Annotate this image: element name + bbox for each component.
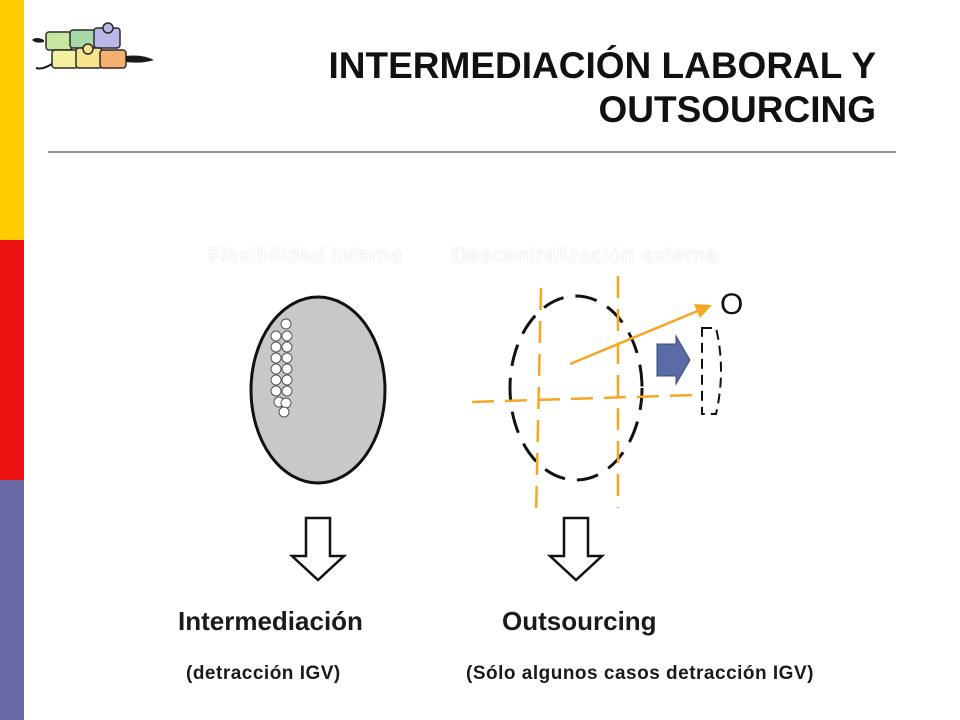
transfer-block-arrow [656, 334, 691, 386]
title-line-1: INTERMEDIACIÓN LABORAL Y [328, 45, 876, 86]
down-arrow-right [546, 516, 606, 582]
down-arrow-left [288, 516, 348, 582]
decentralization-lines [471, 276, 696, 519]
puzzle-logo-icon [32, 22, 154, 70]
side-bar-yellow [0, 0, 24, 240]
side-bar-purple [0, 480, 24, 720]
title-line-2: OUTSOURCING [598, 89, 877, 130]
ghost-label-left: Flexibilidad interna [208, 244, 404, 267]
outsourcing-arrow-line [569, 308, 701, 366]
slide-title: INTERMEDIACIÓN LABORAL Y OUTSOURCING [329, 44, 876, 132]
external-ellipse [508, 294, 644, 482]
worker-dots [270, 318, 293, 418]
side-bar-red [0, 240, 24, 480]
ghost-label-right: Descentralización externa [452, 244, 719, 267]
note-outsourcing: (Sólo algunos casos detracción IGV) [466, 663, 814, 684]
external-unit [701, 327, 722, 415]
external-marker: O [720, 288, 743, 321]
note-intermediacion: (detracción IGV) [186, 663, 341, 684]
outsourcing-arrow-head [694, 304, 712, 318]
label-intermediacion: Intermediación [178, 606, 363, 636]
label-outsourcing: Outsourcing [502, 606, 657, 636]
title-divider [48, 151, 896, 153]
